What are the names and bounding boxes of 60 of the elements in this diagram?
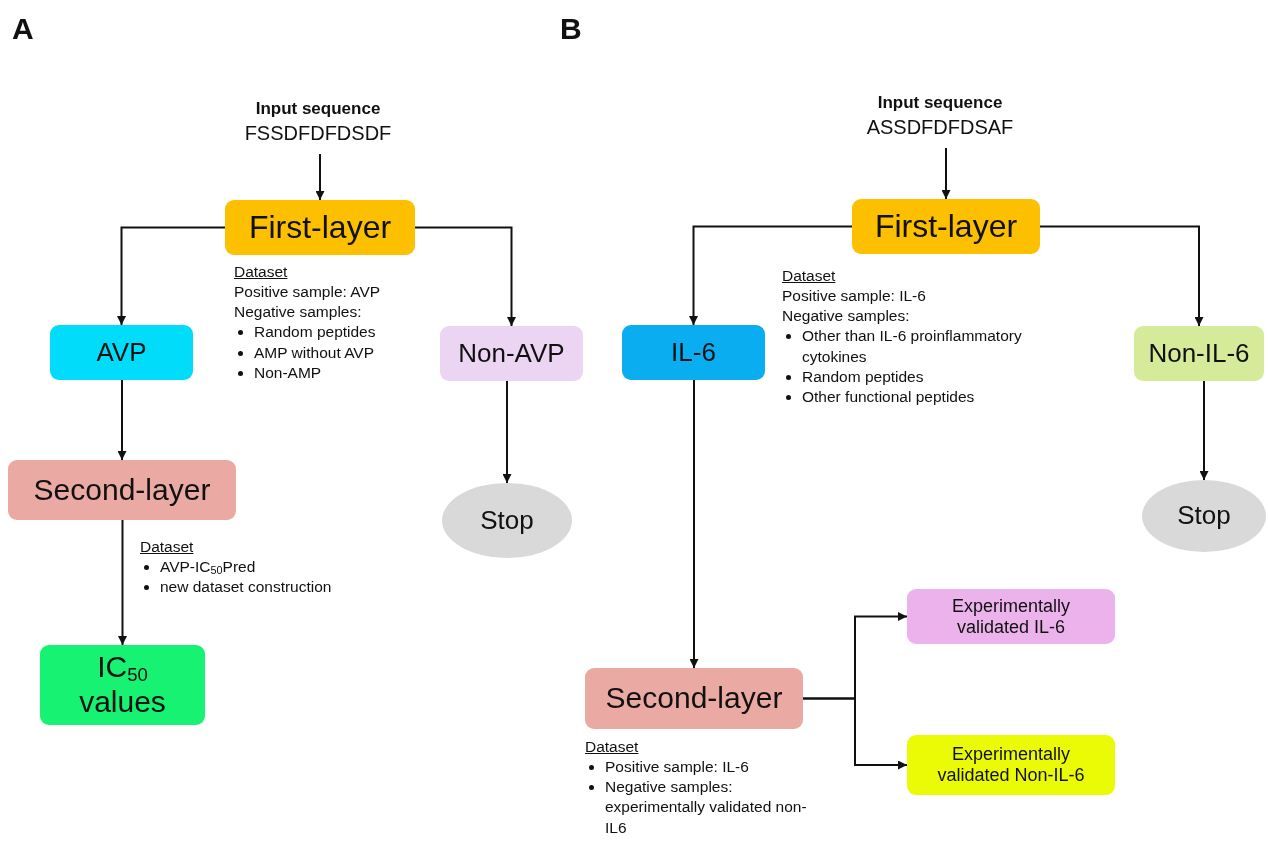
box-label: Second-layer	[32, 472, 212, 508]
process-box	[50, 325, 193, 380]
process-box	[8, 460, 236, 520]
arrow	[414, 226, 516, 327]
box-label: IL-6	[670, 337, 717, 368]
arrow	[118, 519, 127, 646]
dataset-heading: Dataset	[234, 262, 289, 282]
list-item: Random peptides	[802, 366, 924, 387]
box-label: Non-AVP	[457, 338, 566, 369]
process-box	[440, 326, 583, 381]
box-label: Stop	[1176, 501, 1232, 531]
panel-letter: B	[560, 12, 582, 46]
list-item: AVP-IC$_{50}$Pred	[160, 557, 256, 578]
process-box	[622, 325, 765, 380]
box-label: IC$_{50}$ values	[78, 650, 167, 720]
list-item: Random peptides	[254, 322, 376, 343]
box-label: AVP	[95, 337, 148, 368]
note-text: Positive sample: AVP	[234, 282, 382, 303]
list-item: Other than IL-6 proinflammatory cytokines	[802, 326, 1023, 367]
note-text: Negative samples:	[782, 306, 911, 327]
box-label: Second-layer	[604, 681, 784, 716]
arrow	[117, 226, 226, 326]
box-label: Non-IL-6	[1147, 338, 1251, 369]
panel-letter: A	[12, 12, 34, 46]
box-label: First-layer	[873, 208, 1019, 245]
dataset-heading: Dataset	[585, 737, 640, 757]
input-heading: Input sequence	[255, 98, 381, 119]
box-label: Experimentally validated Non-IL-6	[936, 744, 1086, 786]
arrow	[689, 379, 699, 669]
list-item: Other functional peptides	[802, 386, 975, 407]
note-text: Positive sample: IL-6	[782, 286, 927, 307]
box-label: First-layer	[247, 209, 393, 246]
process-box	[225, 200, 415, 255]
box-label: Experimentally validated IL-6	[950, 595, 1071, 638]
note-text: Negative samples:	[234, 302, 363, 323]
arrow	[941, 147, 951, 200]
process-box	[40, 645, 205, 725]
arrow	[1039, 225, 1204, 327]
input-heading: Input sequence	[877, 92, 1003, 113]
process-box	[907, 735, 1115, 795]
list-item: Non-AMP	[254, 362, 322, 383]
arrow	[1199, 380, 1209, 481]
list-item: AMP without AVP	[254, 342, 375, 363]
process-box	[907, 589, 1115, 644]
process-box	[585, 668, 803, 729]
arrow	[315, 153, 325, 201]
box-label: Stop	[479, 505, 535, 536]
process-box	[1134, 326, 1264, 381]
dataset-heading: Dataset	[782, 266, 837, 286]
list-item: Positive sample: IL-6	[605, 757, 749, 778]
arrow	[689, 225, 853, 326]
arrow	[117, 379, 127, 461]
list-item: Negative samples: experimentally validated non-IL6	[605, 777, 808, 838]
sequence-text: FSSDFDFDSDF	[244, 122, 392, 146]
process-box	[852, 199, 1040, 254]
arrow	[802, 697, 908, 770]
dataset-heading: Dataset	[140, 537, 195, 557]
sequence-text: ASSDFDFDSAF	[866, 116, 1014, 140]
list-item: new dataset construction	[160, 577, 332, 598]
arrow	[502, 380, 512, 484]
